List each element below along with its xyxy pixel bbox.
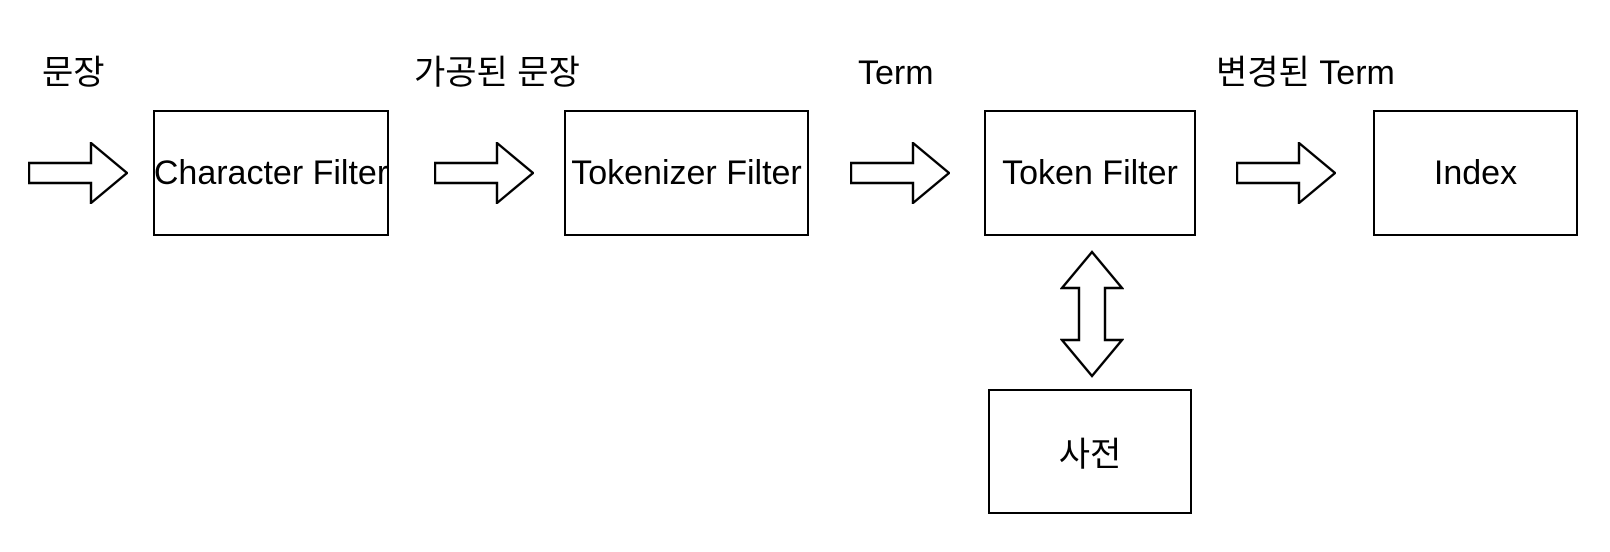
flow-label-changed-term: 변경된 Term: [1216, 54, 1395, 92]
box-dictionary-label: 사전: [1058, 436, 1122, 474]
box-token-filter-label: Token Filter: [1002, 153, 1178, 192]
right-arrow-icon: [850, 142, 950, 204]
right-arrow-icon: [1236, 142, 1336, 204]
box-index-label: Index: [1433, 153, 1518, 192]
box-index: Index: [1373, 110, 1578, 236]
box-dictionary: 사전: [988, 389, 1192, 514]
box-tokenizer-filter-label: Tokenizer Filter: [571, 153, 802, 192]
flow-label-processed-sentence: 가공된 문장: [414, 54, 580, 92]
box-tokenizer-filter: Tokenizer Filter: [564, 110, 809, 236]
flow-label-term: Term: [858, 54, 934, 92]
double-vertical-arrow-icon: [1060, 250, 1124, 378]
right-arrow-icon: [434, 142, 534, 204]
box-token-filter: Token Filter: [984, 110, 1196, 236]
flow-label-sentence: 문장: [42, 54, 105, 92]
box-character-filter-label: Character Filter: [153, 153, 389, 192]
right-arrow-icon: [28, 142, 128, 204]
box-character-filter: Character Filter: [153, 110, 389, 236]
